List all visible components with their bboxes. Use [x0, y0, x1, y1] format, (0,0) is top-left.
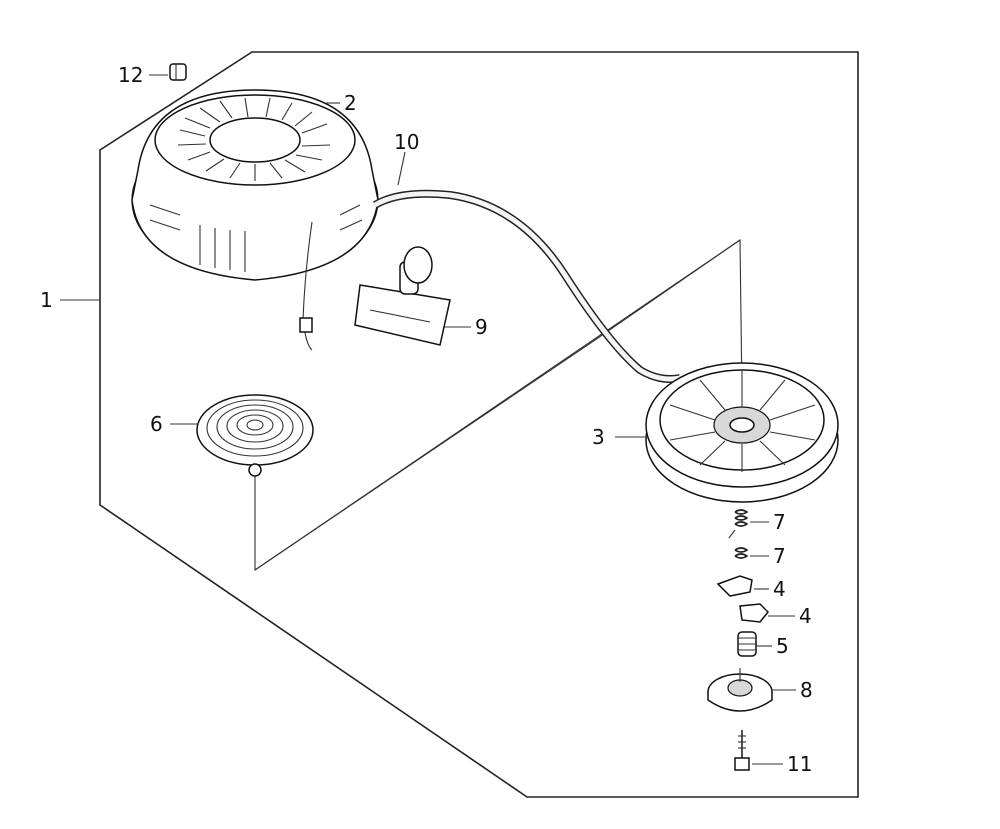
starter-grip-part: [354, 246, 451, 346]
callout-7-lower: 7: [773, 544, 786, 568]
callout-10: 10: [394, 130, 419, 154]
callout-12: 12: [118, 63, 143, 87]
setting-bolt-part: [734, 730, 750, 771]
callout-1: 1: [40, 288, 53, 312]
reel-part: [645, 362, 839, 503]
starter-rope-part: [372, 189, 681, 383]
ratchet-spring-part-upper: [728, 509, 749, 539]
ratchet-spring-part-lower: [734, 547, 749, 559]
callout-11: 11: [787, 752, 812, 776]
callout-4-lower: 4: [799, 604, 812, 628]
callout-2: 2: [344, 91, 357, 115]
callout-6: 6: [150, 412, 163, 436]
friction-plate-part: [707, 668, 773, 712]
recoil-spring-part: [196, 394, 314, 477]
starter-case-part: [131, 89, 379, 351]
callout-3: 3: [592, 425, 605, 449]
flange-nut-part: [169, 63, 187, 81]
callout-4-upper: 4: [773, 577, 786, 601]
ratchet-part-upper: [716, 575, 753, 597]
guide-line-diamond-lower: [254, 239, 741, 571]
callout-8: 8: [800, 678, 813, 702]
friction-spring-part: [737, 631, 757, 657]
callout-5: 5: [776, 634, 789, 658]
guide-line-diamond: [254, 238, 743, 572]
callout-7-upper: 7: [773, 510, 786, 534]
starter-rope-inner: [373, 191, 681, 382]
callout-9: 9: [475, 315, 488, 339]
ratchet-part-lower: [739, 603, 770, 623]
leader-lines: [60, 74, 796, 765]
assembly-boundary: [99, 51, 859, 798]
